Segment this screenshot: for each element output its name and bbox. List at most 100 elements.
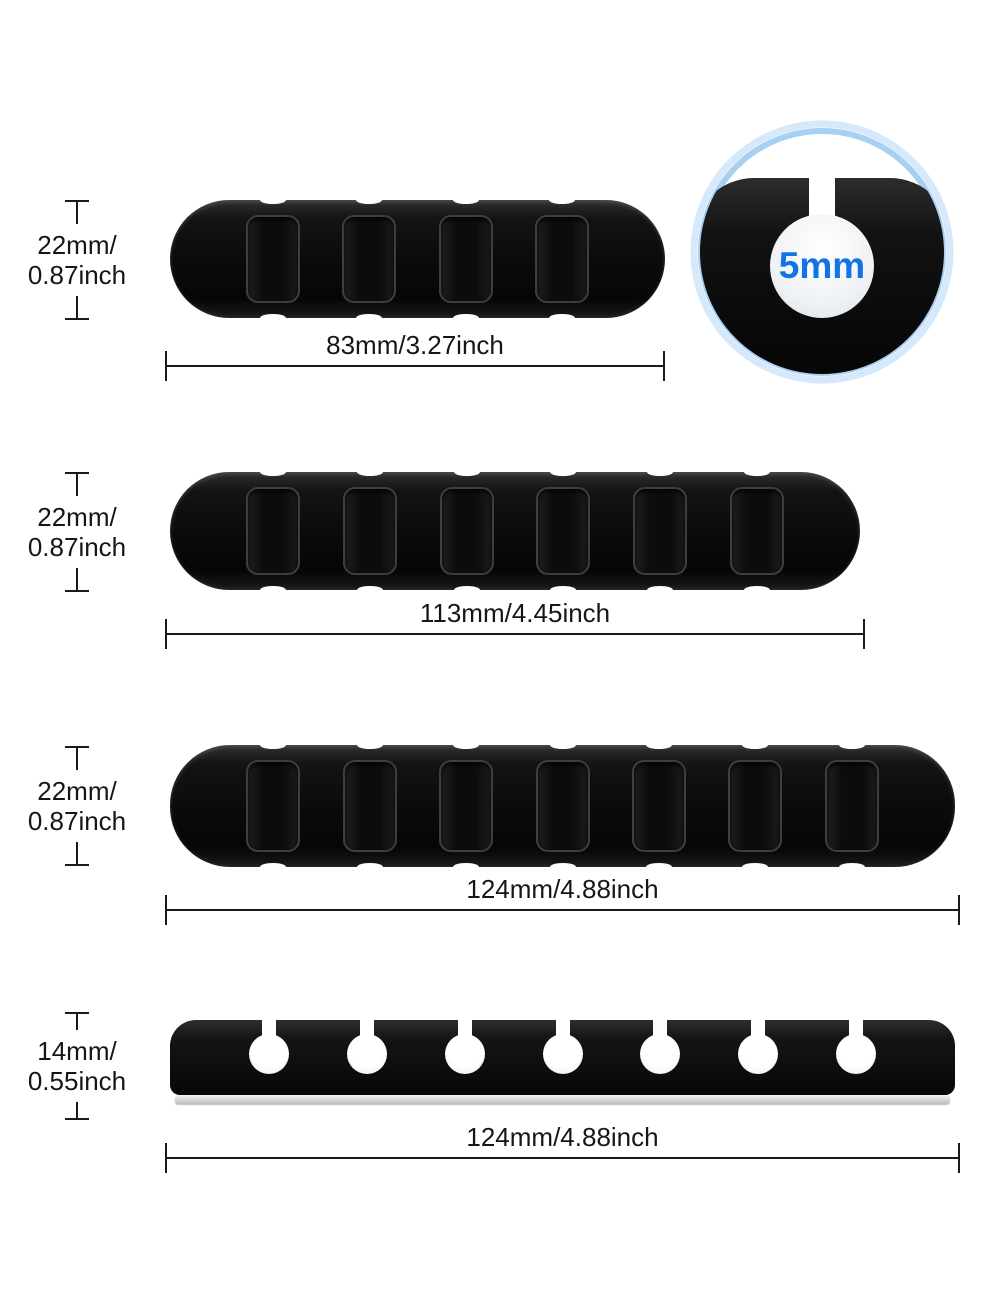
dimension-tick-bottom <box>65 842 89 866</box>
adhesive-base-strip <box>175 1095 950 1104</box>
slot-opening-notch <box>453 741 480 749</box>
slot-opening-notch <box>743 586 770 594</box>
slot-opening-notch <box>550 586 577 594</box>
height-value-inch: 0.55inch <box>27 1066 127 1096</box>
width-dimension-label-4: 124mm/4.88inch <box>466 1122 659 1152</box>
slot-opening-notch <box>647 468 673 476</box>
cable-slot-groove <box>438 215 493 303</box>
cable-slot-groove <box>728 760 783 852</box>
dimension-line <box>165 895 960 925</box>
dimension-tick-top <box>65 1012 89 1030</box>
height-dimension-label-4: 14mm/ 0.55inch <box>12 1036 142 1096</box>
height-value-inch: 0.87inch <box>27 532 127 562</box>
height-dimension-label-1: 22mm/ 0.87inch <box>12 230 142 290</box>
slot-opening-notch <box>548 314 575 322</box>
slot-opening-notch <box>645 863 672 871</box>
cable-organizer-6-slot-top-view <box>170 468 860 594</box>
slot-opening-notch <box>743 468 770 476</box>
slot-opening-notch <box>742 741 769 749</box>
dimension-tick-top <box>65 746 89 770</box>
slot-opening-notch <box>838 741 865 749</box>
slot-opening-notch <box>550 468 577 476</box>
height-value-mm: 22mm/ <box>37 502 117 532</box>
width-dimension-marker-4: 124mm/4.88inch <box>165 1122 960 1173</box>
slot-opening-notch <box>260 741 287 749</box>
height-dimension-marker-3: 22mm/ 0.87inch <box>12 746 142 866</box>
slot-opening-notch <box>356 314 383 322</box>
cable-slot-groove <box>633 487 687 575</box>
height-value-mm: 22mm/ <box>37 776 117 806</box>
slot-opening-notch <box>647 586 673 594</box>
cable-slot-groove <box>342 760 397 852</box>
width-dimension-label-1: 83mm/3.27inch <box>326 330 504 360</box>
cable-slot-groove <box>439 760 494 852</box>
width-dimension-label-2: 113mm/4.45inch <box>419 598 611 628</box>
cable-slot-groove <box>631 760 686 852</box>
slot-opening-notch <box>549 863 576 871</box>
dimension-line <box>165 1143 960 1173</box>
slot-opening-notch <box>645 741 672 749</box>
height-value-mm: 22mm/ <box>37 230 117 260</box>
cable-organizer-4-slot-top-view <box>170 196 665 322</box>
slot-opening-notch <box>548 196 575 204</box>
cable-slot-groove <box>536 487 591 575</box>
dimension-line <box>165 351 665 381</box>
side-view-body <box>170 1020 955 1095</box>
cable-slot-groove <box>824 760 879 852</box>
slot-opening-notch <box>356 741 383 749</box>
slot-opening-notch <box>452 314 479 322</box>
slot-opening-notch <box>453 468 480 476</box>
cable-slot-groove <box>246 215 301 303</box>
slot-opening-notch <box>357 586 383 594</box>
cable-hole <box>738 1034 779 1074</box>
slot-opening-notch <box>453 863 480 871</box>
cable-organizer-7-slot-side-view <box>170 1020 955 1104</box>
slot-opening-notch <box>356 863 383 871</box>
cable-slot-groove <box>246 760 301 852</box>
cable-organizer-7-slot-top-view <box>170 741 955 871</box>
height-dimension-marker-4: 14mm/ 0.55inch <box>12 1012 142 1120</box>
cable-slot-groove <box>729 487 784 575</box>
slot-opening-notch <box>260 196 287 204</box>
height-value-mm: 14mm/ <box>37 1036 117 1066</box>
slot-opening-notch <box>838 863 865 871</box>
slot-opening-notch <box>356 196 383 204</box>
cable-slot-groove <box>342 215 397 303</box>
slot-opening-notch <box>260 468 287 476</box>
dimension-tick-bottom <box>65 568 89 592</box>
height-value-inch: 0.87inch <box>27 260 127 290</box>
zoomed-cable-hole <box>770 214 874 318</box>
cable-hole <box>640 1034 681 1074</box>
width-dimension-marker-2: 113mm/4.45inch <box>165 598 865 649</box>
dimension-tick-bottom <box>65 1102 89 1120</box>
width-dimension-label-3: 124mm/4.88inch <box>466 874 659 904</box>
cable-slot-groove <box>343 487 397 575</box>
width-dimension-marker-3: 124mm/4.88inch <box>165 874 960 925</box>
dimension-line <box>165 619 865 649</box>
cable-hole <box>248 1034 289 1074</box>
cable-hole <box>444 1034 485 1074</box>
dimension-tick-bottom <box>65 296 89 320</box>
cable-hole <box>836 1034 877 1074</box>
cable-slot-groove <box>534 215 589 303</box>
slot-diameter-label: 5mm <box>779 245 865 286</box>
height-dimension-marker-1: 22mm/ 0.87inch <box>12 200 142 320</box>
slot-opening-notch <box>742 863 769 871</box>
height-dimension-label-2: 22mm/ 0.87inch <box>12 502 142 562</box>
dimension-tick-top <box>65 472 89 496</box>
cable-slot-groove <box>439 487 494 575</box>
height-dimension-marker-2: 22mm/ 0.87inch <box>12 472 142 592</box>
cable-slot-groove <box>246 487 301 575</box>
cable-hole <box>346 1034 387 1074</box>
height-value-inch: 0.87inch <box>27 806 127 836</box>
slot-opening-notch <box>260 586 287 594</box>
cable-hole <box>542 1034 583 1074</box>
dimension-tick-top <box>65 200 89 224</box>
height-dimension-label-3: 22mm/ 0.87inch <box>12 776 142 836</box>
width-dimension-marker-1: 83mm/3.27inch <box>165 330 665 381</box>
slot-opening-notch <box>357 468 383 476</box>
slot-opening-notch <box>549 741 576 749</box>
cable-slot-groove <box>535 760 590 852</box>
slot-opening-notch <box>260 863 287 871</box>
